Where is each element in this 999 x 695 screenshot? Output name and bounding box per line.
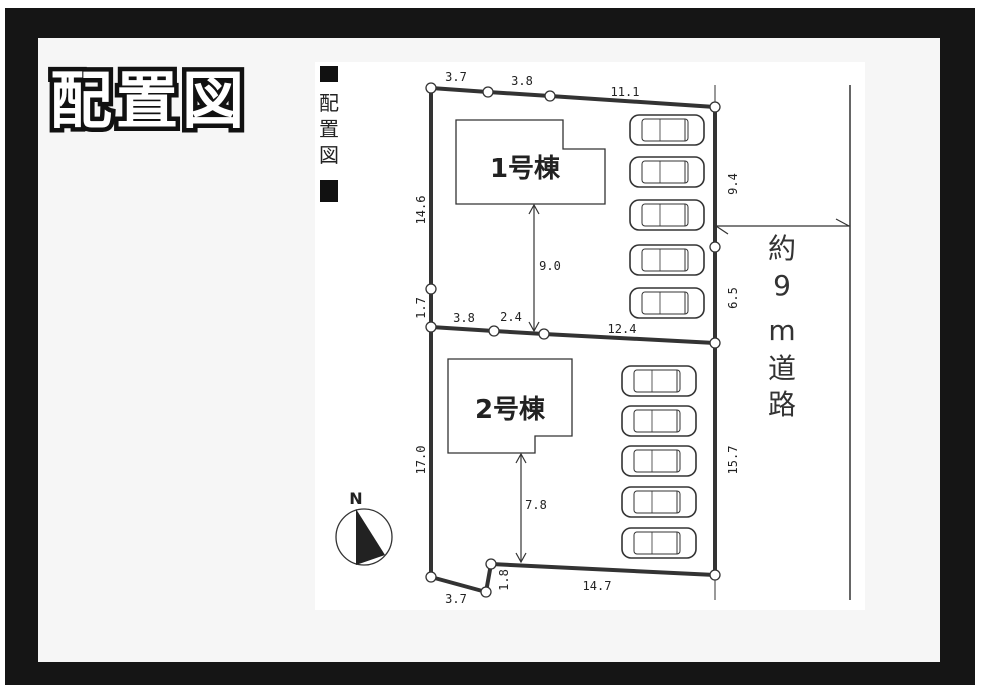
dim-top-1: 3.7: [445, 70, 467, 84]
side-label-1: 配: [319, 91, 339, 115]
side-label-bar-top: [320, 66, 338, 82]
road-label-unit: m: [768, 314, 795, 347]
dim-top-2: 3.8: [511, 74, 533, 88]
building-2: [447, 358, 573, 454]
building-2-label: 2号棟: [475, 395, 546, 425]
dim-left-small: 1.7: [414, 297, 428, 319]
building-1: [455, 119, 606, 205]
parked-car-icon: [621, 365, 697, 397]
side-label-3: 図: [319, 143, 339, 167]
dim-setback-2: 7.8: [525, 498, 547, 512]
dim-bottom-3: 14.7: [583, 579, 612, 593]
dim-right-middle: 6.5: [726, 287, 740, 309]
dim-bottom-1: 3.7: [445, 592, 467, 606]
dim-right-lower: 15.7: [726, 446, 740, 475]
side-label-2: 置: [319, 117, 339, 141]
parked-car-icon: [629, 287, 705, 319]
boundary-markers: [425, 82, 721, 598]
road-label-number: 9: [773, 269, 791, 302]
parked-car-icon: [621, 445, 697, 477]
page-title: 配置図: [50, 64, 248, 137]
parked-car-icon: [629, 199, 705, 231]
north-compass: N: [335, 489, 393, 566]
dim-middle-1: 3.8: [453, 311, 475, 325]
parking-lot-1: [629, 114, 705, 319]
road-label-approx: 約: [768, 232, 796, 265]
parked-car-icon: [629, 244, 705, 276]
dim-left-lower: 17.0: [414, 446, 428, 475]
road-label-road2: 路: [768, 388, 796, 421]
parked-car-icon: [629, 156, 705, 188]
lot-boundaries: [429, 86, 717, 594]
parked-car-icon: [621, 486, 697, 518]
dim-bottom-2: 1.8: [497, 569, 511, 591]
dim-right-upper: 9.4: [726, 173, 740, 195]
compass-north-label: N: [349, 489, 362, 508]
road-width-arrow: [715, 218, 850, 235]
side-label-bar-bottom: [320, 180, 338, 202]
parked-car-icon: [629, 114, 705, 146]
dim-setback-1: 9.0: [539, 259, 561, 273]
setback-arrow-2: [515, 452, 527, 564]
dim-left-upper: 14.6: [414, 196, 428, 225]
road-label-road1: 道: [768, 352, 796, 385]
compass-needle: [356, 509, 385, 565]
parking-lot-2: [621, 365, 697, 559]
dim-top-3: 11.1: [611, 85, 640, 99]
parked-car-icon: [621, 527, 697, 559]
parked-car-icon: [621, 405, 697, 437]
building-1-label: 1号棟: [490, 154, 561, 184]
dim-middle-3: 12.4: [608, 322, 637, 336]
dim-middle-2: 2.4: [500, 310, 522, 324]
setback-arrow-1: [528, 203, 540, 333]
